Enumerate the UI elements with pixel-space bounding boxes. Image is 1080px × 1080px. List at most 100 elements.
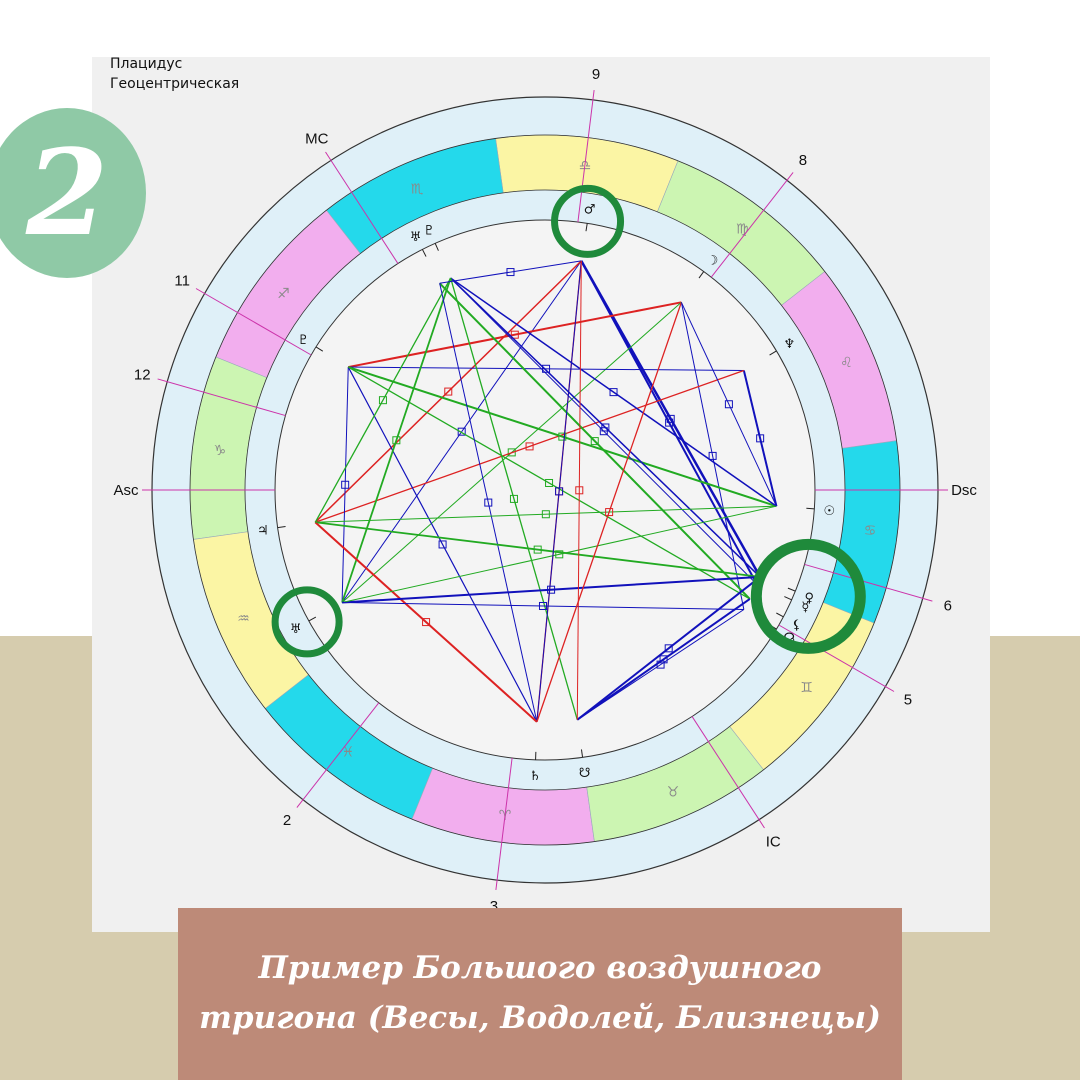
aspect-line [439,260,582,284]
aspect-marker [575,486,584,495]
aspect-marker [341,480,350,489]
house-cusp-line [157,378,286,417]
house-label-mc: MC [305,131,328,148]
aspect-line [315,369,745,523]
aspect-line [576,576,761,721]
zodiac-glyph-virgo: ♍ [736,221,749,237]
zodiac-glyph-scorpio: ♏ [411,182,424,198]
zodiac-glyph-leo: ♌ [840,355,853,371]
aspect-line [438,282,751,600]
aspect-line [315,521,761,578]
aspect-marker [538,601,547,610]
aspect-marker [533,545,542,554]
aspect-marker [506,268,515,277]
house-cusp-line [778,624,895,692]
aspect-marker [656,660,665,669]
aspect-line [536,260,582,722]
aspect-line [742,370,778,507]
aspect-lines [314,260,778,723]
planet-tick [580,749,584,758]
aspect-marker [457,427,466,436]
aspect-marker [605,508,614,517]
house-cusp-line [577,89,595,223]
aspect-line [576,260,582,720]
aspect-line [347,366,777,508]
planet-glyph-proserpina: ♇ [423,224,435,239]
zodiac-glyph-aquarius: ♒ [237,611,250,627]
house-label-9: 9 [592,66,600,83]
aspect-marker [724,400,733,409]
house-label-11: 11 [174,273,190,290]
aspect-line [348,301,682,369]
aspect-marker [510,330,519,339]
house-label-6: 6 [944,597,952,614]
highlight-circle-venus [750,538,866,654]
house-label-5: 5 [904,692,912,709]
aspect-marker [609,388,618,397]
planet-glyph-node-north: ☊ [784,631,796,646]
house-cusp-line [710,172,794,278]
aspect-line [450,277,777,507]
aspect-line [347,366,751,600]
house-cusp-line [296,702,380,808]
caption-line-2: тригона (Весы, Водолей, Близнецы) [199,1000,881,1036]
planet-tick [585,223,588,232]
planet-tick [315,346,324,352]
aspect-marker [555,487,564,496]
aspect-line [341,367,349,603]
planet-tick [769,350,777,356]
aspect-line [314,260,582,523]
aspect-line [450,277,578,720]
aspect-marker [545,478,554,487]
planet-glyph-ketu: ☋ [579,766,591,781]
aspect-marker [599,427,608,436]
aspect-marker [542,364,551,373]
aspect-marker [547,585,556,594]
aspect-marker [665,418,674,427]
planet-tick [421,249,427,257]
planet-tick [434,243,439,251]
aspect-line [341,277,452,603]
step-number: 2 [25,123,109,262]
planet-tick [308,616,317,622]
house-cusp-line [495,757,513,891]
aspect-line [577,609,745,721]
planet-glyph-venus: ♀ [804,591,814,606]
planet-tick [787,587,796,592]
aspect-marker [438,540,447,549]
planet-tick [698,271,705,279]
aspect-line [536,302,682,723]
aspect-line [341,260,582,603]
aspect-line [347,366,538,723]
planet-tick [776,612,784,618]
zodiac-glyph-gemini: ♊ [800,680,813,696]
planet-glyph-uranus: ♅ [410,230,422,245]
aspect-line [314,277,452,523]
aspect-marker [708,451,717,460]
aspect-marker [507,448,516,457]
aspect-marker [422,618,431,627]
house-cusp-line [804,563,933,602]
zodiac-glyph-capricorn: ♑ [214,443,227,459]
aspect-marker [555,550,564,559]
zodiac-glyph-taurus: ♉ [667,784,680,800]
planet-tick [784,596,792,601]
aspect-line [315,505,777,523]
planet-glyph-saturn: ♄ [529,769,541,784]
aspect-marker [525,442,534,451]
aspect-line [439,283,538,722]
aspect-marker [509,494,518,503]
aspect-line [680,302,777,507]
planet-tick [277,525,286,529]
aspect-line [342,601,744,610]
house-cusp-line [325,151,399,264]
planet-glyph-lilith: ⚸ [792,618,802,633]
highlight-circle-mars [551,184,625,258]
planet-glyph-pluto: ♇ [297,333,309,348]
step-number-badge: 2 [0,108,146,278]
house-label-ic: IC [766,833,781,850]
house-label-3: 3 [490,898,498,915]
planet-glyph-moon: ☽ [707,253,719,268]
aspect-marker [756,434,765,443]
zodiac-glyph-cancer: ♋ [864,523,877,539]
